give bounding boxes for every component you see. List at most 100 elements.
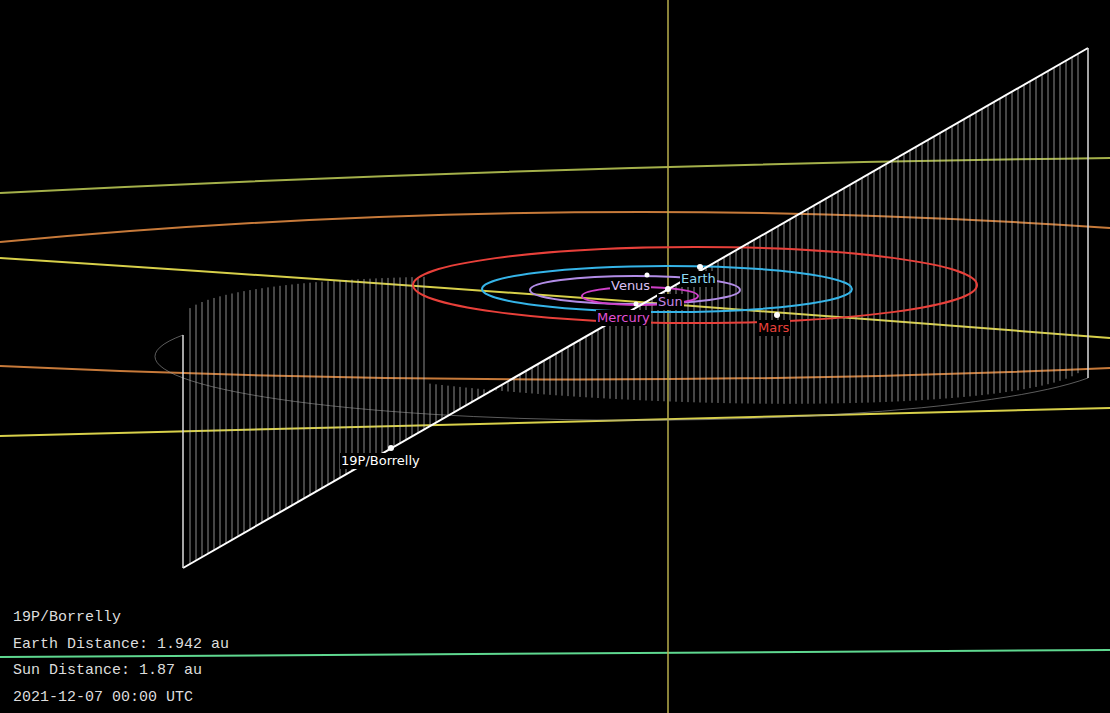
drop-line xyxy=(262,288,263,522)
drop-line xyxy=(724,257,725,403)
drop-line xyxy=(526,371,527,393)
drop-line xyxy=(742,247,743,404)
drop-line xyxy=(706,267,707,402)
drop-line xyxy=(250,290,251,529)
drop-line xyxy=(550,357,551,395)
orbit-line xyxy=(0,212,1110,242)
drop-line xyxy=(532,367,533,393)
drop-line xyxy=(1012,92,1013,392)
mars-dot xyxy=(774,312,780,318)
drop-line xyxy=(736,250,737,403)
drop-line xyxy=(508,381,509,391)
drop-line xyxy=(796,216,797,404)
info-title: 19P/Borrelly xyxy=(12,609,122,627)
drop-line xyxy=(370,279,371,461)
drop-line xyxy=(304,283,305,498)
drop-line xyxy=(220,296,221,546)
orbit-line xyxy=(0,258,1110,338)
axis-line xyxy=(667,0,669,713)
drop-line xyxy=(352,280,353,471)
drop-line xyxy=(688,278,689,402)
drop-line xyxy=(340,280,341,477)
drop-line xyxy=(424,277,425,430)
drop-line xyxy=(226,295,227,543)
drop-line xyxy=(850,185,851,403)
planet-label: Earth xyxy=(680,271,717,287)
drop-line xyxy=(1036,78,1037,387)
drop-line xyxy=(478,389,479,399)
drop-line xyxy=(214,298,215,550)
drop-line xyxy=(616,319,617,399)
drop-line xyxy=(328,281,329,484)
drop-line xyxy=(388,278,389,450)
orbit-line xyxy=(0,158,1110,193)
comet-edge xyxy=(182,335,184,568)
drop-line xyxy=(442,385,443,419)
drop-line xyxy=(376,278,377,457)
comet-dot xyxy=(388,445,394,451)
info-line: Sun Distance: 1.87 au xyxy=(12,662,203,680)
drop-line xyxy=(202,302,203,557)
drop-line xyxy=(652,299,653,401)
drop-line xyxy=(1066,61,1067,379)
drop-line xyxy=(880,168,881,403)
drop-line xyxy=(1006,95,1007,392)
drop-line xyxy=(394,278,395,447)
drop-line xyxy=(1000,99,1001,393)
drop-line xyxy=(1060,64,1061,381)
drop-line xyxy=(808,209,809,404)
drop-line xyxy=(604,326,605,398)
drop-line xyxy=(418,277,419,433)
comet-orbit xyxy=(183,48,1088,568)
drop-line xyxy=(298,284,299,502)
drop-line xyxy=(592,333,593,398)
drop-line xyxy=(268,287,269,519)
drop-line xyxy=(286,285,287,509)
drop-line xyxy=(988,105,989,394)
drop-line xyxy=(310,283,311,495)
info-line: Earth Distance: 1.942 au xyxy=(12,636,230,654)
mars-orbit xyxy=(413,247,977,323)
comet-ecliptic-trace xyxy=(155,335,1088,420)
drop-line xyxy=(460,387,461,409)
drop-line xyxy=(916,147,917,401)
drop-line xyxy=(574,343,575,396)
earth-orbit xyxy=(482,266,852,312)
drop-line xyxy=(586,336,587,397)
drop-line xyxy=(190,308,191,564)
drop-line xyxy=(334,281,335,481)
drop-line xyxy=(544,361,545,395)
drop-line xyxy=(970,116,971,397)
mercury-dot xyxy=(634,302,639,307)
drop-line xyxy=(1048,71,1049,384)
drop-line xyxy=(868,174,869,402)
drop-line xyxy=(1054,68,1055,383)
drop-line xyxy=(322,282,323,488)
drop-line xyxy=(256,289,257,526)
drop-line xyxy=(802,212,803,403)
drop-line xyxy=(886,164,887,402)
drop-line xyxy=(982,109,983,395)
drop-line xyxy=(382,278,383,454)
orbit-line xyxy=(0,366,1110,380)
drop-line xyxy=(952,126,953,398)
drop-line xyxy=(1072,57,1073,376)
drop-line xyxy=(514,378,515,392)
comet-label: 19P/Borrelly xyxy=(340,453,421,469)
drop-line xyxy=(814,205,815,403)
drop-line xyxy=(406,277,407,440)
drop-line xyxy=(568,347,569,396)
drop-line xyxy=(772,230,773,404)
drop-line xyxy=(244,291,245,533)
drop-line xyxy=(898,157,899,401)
drop-line xyxy=(958,123,959,398)
inner-orbits xyxy=(413,247,977,323)
drop-line xyxy=(1024,85,1025,389)
drop-line xyxy=(946,130,947,399)
drop-line xyxy=(730,254,731,404)
drop-line xyxy=(904,154,905,401)
drop-line xyxy=(658,295,659,401)
drop-line xyxy=(436,384,437,422)
